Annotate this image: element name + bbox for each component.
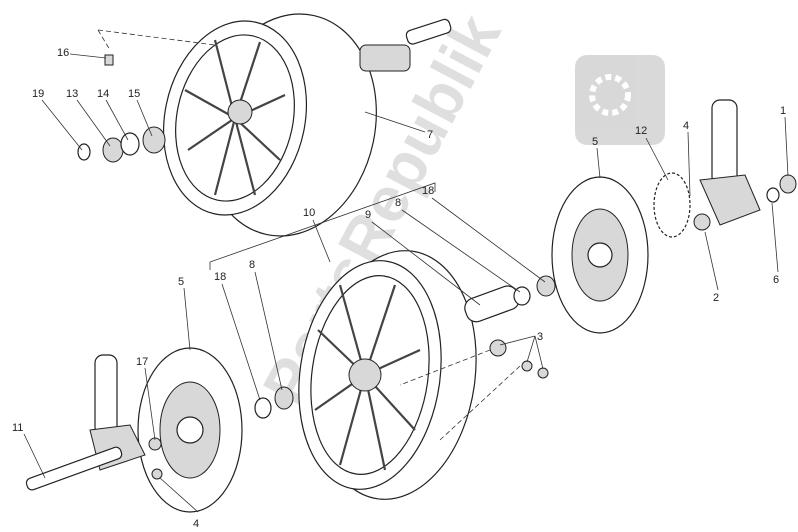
rear-caliper-bracket[interactable] <box>699 99 761 226</box>
front-brake-disc-left[interactable] <box>137 347 243 513</box>
label-4: 4 <box>683 120 689 132</box>
label-9: 9 <box>365 209 371 221</box>
label-7: 7 <box>427 129 433 141</box>
rear-wheel[interactable] <box>146 0 396 252</box>
label-15: 15 <box>128 88 140 100</box>
front-wheel[interactable] <box>285 240 492 510</box>
front-axle[interactable] <box>25 446 123 491</box>
label-3: 3 <box>537 331 543 343</box>
sprocket[interactable] <box>653 172 691 238</box>
label-2: 2 <box>713 292 719 304</box>
gear-watermark-icon <box>575 55 665 145</box>
label-12: 12 <box>635 125 647 137</box>
label-19: 19 <box>32 88 44 100</box>
small-parts[interactable] <box>77 54 797 480</box>
label-1: 1 <box>780 105 786 117</box>
leader-lines <box>23 29 789 513</box>
label-4-front: 4 <box>193 518 199 530</box>
label-17: 17 <box>136 356 148 368</box>
label-5: 5 <box>592 136 598 148</box>
label-14: 14 <box>97 88 109 100</box>
label-16: 16 <box>57 47 69 59</box>
label-11: 11 <box>12 422 23 434</box>
label-8-front: 8 <box>249 259 255 271</box>
part-labels: 16 19 13 14 15 7 10 9 8 18 5 12 4 1 2 6 … <box>12 47 786 530</box>
label-18-front: 18 <box>214 271 226 283</box>
rear-hub-shaft[interactable] <box>359 18 452 72</box>
label-8: 8 <box>395 197 401 209</box>
label-5-front: 5 <box>178 276 184 288</box>
wheel-spacer[interactable] <box>462 283 522 324</box>
label-13: 13 <box>66 88 78 100</box>
label-6: 6 <box>773 274 779 286</box>
label-18: 18 <box>422 185 434 197</box>
front-brake-disc-right[interactable] <box>551 176 649 334</box>
label-10: 10 <box>303 207 315 219</box>
